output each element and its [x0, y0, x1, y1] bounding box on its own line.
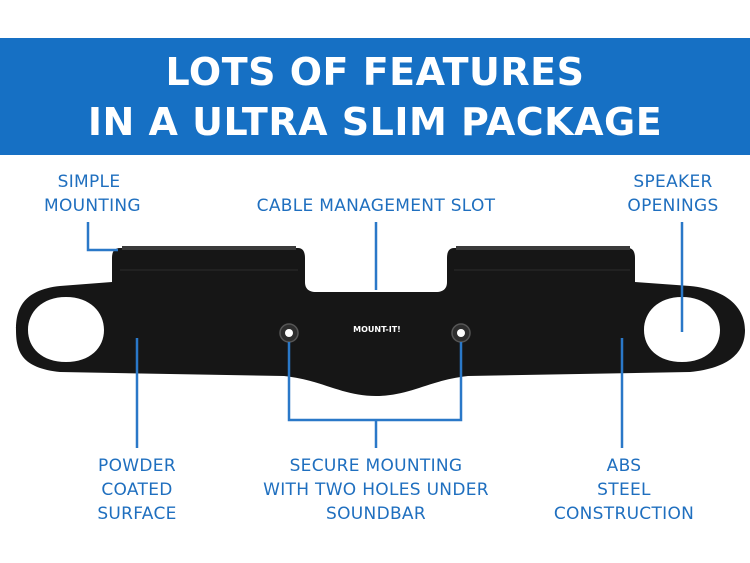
callout-text: SPEAKER — [633, 172, 713, 192]
banner-title-line-1: LOTS OF FEATURES — [165, 49, 585, 94]
callout-text: SURFACE — [97, 504, 177, 524]
callout-powder-coated-surface: POWDER COATED SURFACE — [82, 454, 192, 526]
soundbar-bracket — [16, 248, 745, 396]
callout-text: WITH TWO HOLES UNDER — [263, 480, 489, 500]
callout-text: COATED — [101, 480, 173, 500]
leader-simple-mounting — [86, 222, 118, 252]
mounting-hole-left-center — [285, 329, 293, 337]
callout-text: STEEL — [597, 480, 651, 500]
callout-text: SIMPLE — [57, 172, 121, 192]
leader-lines — [86, 222, 684, 448]
callout-speaker-openings: SPEAKER OPENINGS — [608, 170, 738, 218]
callout-text: OPENINGS — [627, 196, 719, 216]
banner-title-line-2: IN A ULTRA SLIM PACKAGE — [87, 99, 663, 144]
title-banner: LOTS OF FEATURES IN A ULTRA SLIM PACKAGE — [0, 38, 750, 155]
callout-text: MOUNTING — [44, 196, 141, 216]
callout-cable-management-slot: CABLE MANAGEMENT SLOT — [216, 194, 536, 218]
callout-text: POWDER — [98, 456, 176, 476]
callout-simple-mounting: SIMPLE MOUNTING — [44, 170, 141, 218]
callout-text: ABS — [606, 456, 642, 476]
callout-abs-steel-construction: ABS STEEL CONSTRUCTION — [546, 454, 702, 526]
callout-text: CABLE MANAGEMENT SLOT — [256, 196, 496, 216]
mounting-hole-right-center — [457, 329, 465, 337]
callout-text: SOUNDBAR — [326, 504, 426, 524]
leader-secure-mounting — [287, 342, 463, 448]
left-flange-slot — [122, 246, 296, 250]
callout-text: CONSTRUCTION — [553, 504, 695, 524]
callout-text: SECURE MOUNTING — [289, 456, 463, 476]
right-flange-slot — [456, 246, 630, 250]
mount-it-logo: MOUNT-IT! — [353, 325, 401, 334]
callout-secure-mounting: SECURE MOUNTING WITH TWO HOLES UNDER SOU… — [236, 454, 516, 526]
